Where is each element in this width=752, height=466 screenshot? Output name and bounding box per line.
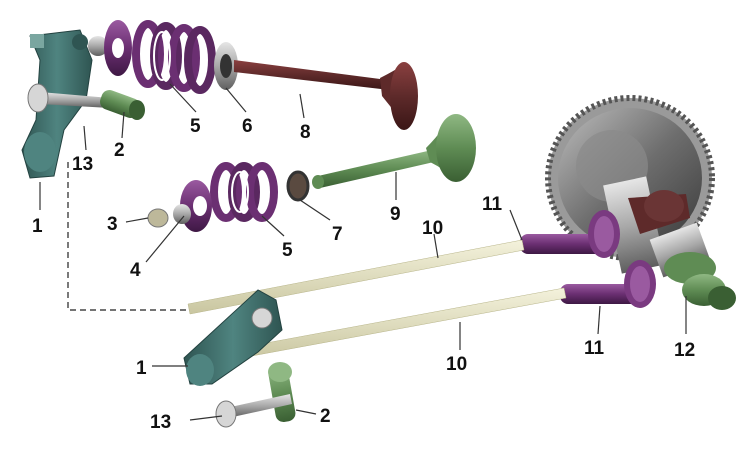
pivot-pin-top: [100, 90, 145, 120]
label-1-bottom: 1: [136, 358, 147, 379]
label-9: 9: [390, 204, 401, 225]
valve-seal: [286, 170, 310, 202]
spring-seat-washer: [214, 42, 238, 90]
leader-lines: [39, 83, 687, 421]
valve-keeper-bottom: [173, 204, 191, 224]
adjusting-screw-top: [27, 83, 110, 113]
camshaft: [603, 176, 736, 310]
label-2-top: 2: [114, 140, 125, 161]
intake-valve: [312, 114, 476, 189]
rocker-arm-bottom: [183, 289, 283, 386]
label-13-bottom: 13: [150, 412, 171, 433]
valve-spring-bottom: [210, 162, 278, 222]
label-10-bottom: 10: [446, 354, 467, 375]
pushrod-top: [187, 239, 525, 315]
label-12: 12: [674, 340, 695, 361]
keeper-top: [88, 36, 108, 56]
label-2-bottom: 2: [320, 406, 331, 427]
label-10-top: 10: [422, 218, 443, 239]
exhaust-valve: [234, 60, 418, 130]
label-1-top: 1: [32, 216, 43, 237]
spring-retainer-top: [104, 20, 132, 76]
label-5-top: 5: [190, 116, 201, 137]
label-3: 3: [107, 214, 118, 235]
label-8: 8: [300, 122, 311, 143]
adjusting-screw-bottom: [215, 394, 292, 428]
label-11-top: 11: [482, 194, 503, 215]
label-7: 7: [332, 224, 343, 245]
part-labels: 1 13 2 3 4 5 6 8 5 7 9 10 11 11 12 10 1 …: [32, 116, 695, 433]
label-6: 6: [242, 116, 253, 137]
label-11-bottom: 11: [584, 338, 605, 359]
tappet-top: [520, 210, 620, 258]
pivot-pin-bottom: [268, 362, 296, 423]
valve-spring-top: [132, 20, 216, 94]
label-5-bottom: 5: [282, 240, 293, 261]
tappet-bottom: [560, 260, 656, 308]
valve-cap-bottom: [147, 208, 169, 228]
label-4: 4: [130, 260, 141, 281]
label-13-top: 13: [72, 154, 93, 175]
dashed-guide-line: [67, 162, 190, 311]
